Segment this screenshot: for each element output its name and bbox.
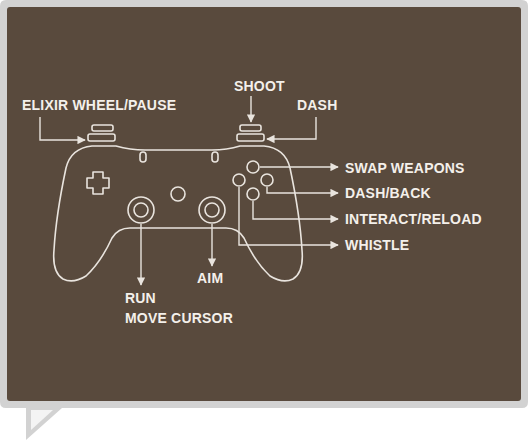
leader-line <box>140 224 141 285</box>
button-label: SWAP WEAPONS <box>345 160 465 176</box>
start-button <box>212 152 218 162</box>
leader-line <box>211 224 212 266</box>
left-trigger <box>92 125 113 131</box>
right-stick <box>199 197 225 223</box>
leader-line <box>250 96 251 122</box>
right-trigger <box>240 125 261 131</box>
d-pad <box>87 172 109 194</box>
face-button-right <box>261 174 273 186</box>
select-button <box>140 152 146 162</box>
button-label: WHISTLE <box>345 237 409 253</box>
button-label: MOVE CURSOR <box>125 310 233 326</box>
right-stick-cap <box>205 203 219 217</box>
face-button-bottom <box>247 188 259 200</box>
home-button <box>171 187 185 201</box>
leader-line <box>239 187 338 245</box>
right-bumper <box>237 134 264 141</box>
button-label: DASH <box>297 97 337 113</box>
leader-line <box>267 187 338 193</box>
leader-line <box>253 201 338 219</box>
button-label: SHOOT <box>234 78 285 94</box>
leader-line <box>40 117 85 140</box>
leader-line <box>267 117 316 139</box>
bubble-tail <box>31 410 53 430</box>
left-stick-cap <box>134 203 148 217</box>
button-label: RUN <box>125 290 156 306</box>
button-label: DASH/BACK <box>345 185 431 201</box>
left-bumper <box>88 134 115 141</box>
button-label: INTERACT/RELOAD <box>345 211 482 227</box>
button-label: ELIXIR WHEEL/PAUSE <box>22 97 176 113</box>
face-button-left <box>233 174 245 186</box>
face-button-top <box>247 161 259 173</box>
button-label: AIM <box>197 270 223 286</box>
left-stick <box>128 197 154 223</box>
bubble-ground <box>7 7 521 401</box>
leader-line <box>260 166 338 167</box>
controller-body <box>54 146 303 281</box>
